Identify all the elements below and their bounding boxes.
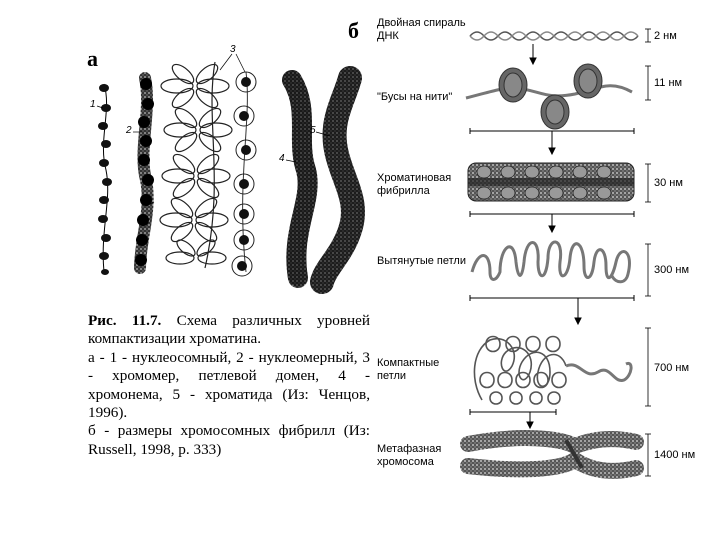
caption-line-a: а - 1 - нуклеосомный, 2 - нуклеомерный, … <box>88 349 370 423</box>
level-label-compact-loops: Компактные петли <box>377 357 467 382</box>
compact-loops <box>474 337 631 405</box>
chromatin-fibril <box>468 163 634 201</box>
beads-on-a-string <box>466 64 632 129</box>
size-brackets <box>645 29 651 476</box>
metaphase-chromosome <box>468 438 636 471</box>
caption-line-b: б - размеры хромосомных фибрилл (Из: Rus… <box>88 422 370 459</box>
level-label-extended-loops: Вытянутые петли <box>377 255 467 268</box>
size-label-extended-loops: 300 нм <box>654 264 689 276</box>
size-label-dna: 2 нм <box>654 30 677 42</box>
size-label-compact-loops: 700 нм <box>654 362 689 374</box>
level-label-dna: Двойная спираль ДНК <box>377 17 467 42</box>
caption-heading: Рис. 11.7. Схема различных уровней компа… <box>88 312 370 349</box>
size-label-metaphase: 1400 нм <box>654 449 695 461</box>
size-label-beads: 11 нм <box>654 77 682 89</box>
level-label-fibril: Хроматиновая фибрилла <box>377 172 467 197</box>
size-label-fibril: 30 нм <box>654 177 683 189</box>
level-label-beads: "Бусы на нити" <box>377 91 463 104</box>
extended-loops <box>472 242 629 282</box>
figure-number: Рис. 11.7. <box>88 312 161 329</box>
dna-double-helix <box>470 32 638 40</box>
figure-caption: Рис. 11.7. Схема различных уровней компа… <box>88 312 370 459</box>
level-label-metaphase: Метафазная хромосома <box>377 443 467 468</box>
